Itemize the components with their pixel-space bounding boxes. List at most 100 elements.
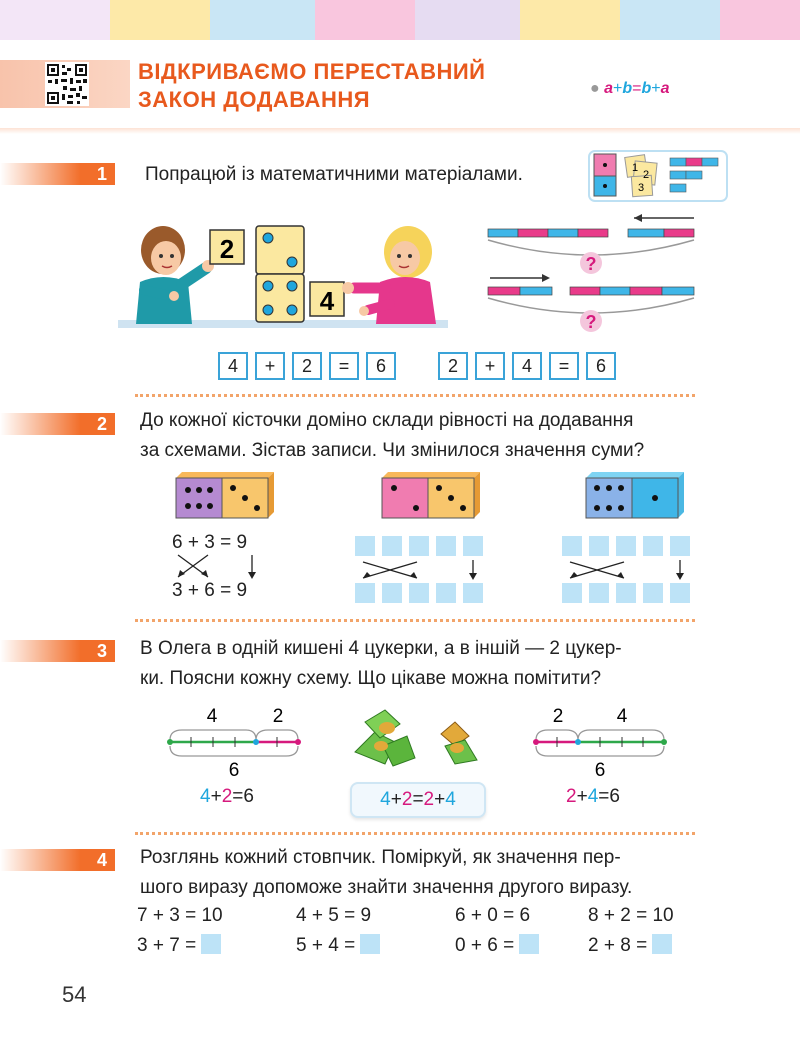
domino-2	[381, 472, 480, 519]
task3-right-formula: 2+4=6	[566, 786, 620, 808]
title-line-1: ВІДКРИВАЄМО ПЕРЕСТАВНИЙ	[138, 59, 486, 84]
separator-2	[135, 619, 695, 622]
rf-a: 2	[566, 786, 577, 807]
top-stripe-4	[315, 0, 415, 40]
mf-c: 2	[423, 789, 435, 810]
col1-first: 7 + 3 = 10	[137, 905, 223, 926]
col4-second-text: 2 + 8 =	[588, 935, 648, 956]
lf-a: 4	[200, 786, 211, 807]
eq1-box-4: =	[329, 352, 359, 380]
task2-scheme-2	[562, 536, 690, 603]
task1-equation-1: 4 + 2 = 6	[218, 352, 396, 380]
mf-d: 4	[445, 789, 456, 810]
right-scheme-b: 4	[617, 706, 628, 727]
mf-a: 4	[380, 789, 391, 810]
qr-code-icon[interactable]	[45, 62, 89, 106]
question-mark-top: ?	[586, 254, 597, 274]
rf-b: 4	[587, 786, 599, 807]
candy-pile-icon	[354, 709, 416, 767]
task1-equation-2: 2 + 4 = 6	[438, 352, 616, 380]
mf-plus1: +	[390, 789, 402, 810]
formula-eq: =	[632, 80, 642, 97]
formula-a2: a	[660, 80, 670, 97]
task-number-2: 2	[0, 413, 115, 435]
lf-eq: =	[232, 786, 244, 807]
col1-second: 3 + 7 =	[137, 934, 222, 957]
col3-first: 6 + 0 = 6	[455, 905, 531, 926]
top-stripe-6	[520, 0, 620, 40]
domino-1	[175, 472, 274, 519]
task2-example-bottom: 3 + 6 = 9	[172, 580, 248, 601]
task2-example-top: 6 + 3 = 9	[172, 532, 248, 553]
candy-pair-icon	[440, 721, 478, 765]
left-scheme-a: 4	[207, 706, 218, 727]
eq2-box-5: 6	[586, 352, 616, 380]
col4-second: 2 + 8 =	[588, 934, 673, 957]
eq1-box-3: 2	[292, 352, 322, 380]
task2-scheme-1	[355, 536, 483, 603]
eq2-box-3: 4	[512, 352, 542, 380]
task2-text: До кожної кісточки доміно склади рівност…	[140, 406, 644, 466]
girl-figure	[342, 226, 436, 324]
answer-box-3[interactable]	[519, 934, 540, 954]
task2-line-1: До кожної кісточки доміно склади рівност…	[140, 410, 634, 431]
domino-3	[585, 472, 684, 519]
number-line-right: 2 4 6	[533, 706, 667, 781]
rf-eq: =	[598, 786, 610, 807]
legend-card-3: 3	[638, 182, 644, 194]
task2-line-2: за схемами. Зістав записи. Чи змінилося …	[140, 440, 645, 461]
header-rule	[0, 128, 800, 134]
boy-figure	[136, 226, 214, 324]
task-number-4: 4	[0, 849, 115, 871]
separator-3	[135, 832, 695, 835]
task-number-3: 3	[0, 640, 115, 662]
answer-box-2[interactable]	[360, 934, 381, 954]
separator-1	[135, 394, 695, 397]
domino-group	[175, 472, 684, 519]
card-left-number: 2	[220, 234, 234, 264]
task4-line-2: шого виразу допоможе знайти значення дру…	[140, 877, 633, 898]
mf-plus2: +	[434, 789, 446, 810]
top-stripe-3	[210, 0, 315, 40]
legend-card-1: 1	[632, 162, 638, 174]
number-line-left: 4 2 6	[167, 706, 301, 781]
formula-plus2: +	[651, 80, 661, 97]
formula-a1: a	[604, 80, 614, 97]
col3-second: 0 + 6 =	[455, 934, 540, 957]
mf-b: 2	[401, 789, 413, 810]
left-scheme-total: 6	[229, 760, 240, 781]
top-stripe-5	[415, 0, 520, 40]
col3-second-text: 0 + 6 =	[455, 935, 515, 956]
vertical-domino	[255, 225, 305, 323]
task3-line-1: В Олега в одній кишені 4 цукерки, а в ін…	[140, 638, 622, 659]
task1-text: Попрацюй із математичними матеріалами.	[145, 164, 523, 185]
right-scheme-total: 6	[595, 760, 606, 781]
bar-model-diagram: ? ?	[487, 214, 695, 332]
bullet-icon: ●	[590, 80, 600, 97]
top-stripe-7	[620, 0, 720, 40]
task3-left-formula: 4+2=6	[200, 786, 254, 808]
rf-plus: +	[576, 786, 588, 807]
col1-second-text: 3 + 7 =	[137, 935, 197, 956]
formula-plus1: +	[613, 80, 623, 97]
mf-eq: =	[412, 789, 424, 810]
materials-legend: 1 2 3	[588, 150, 728, 202]
answer-box-4[interactable]	[652, 934, 673, 954]
legend-card-2: 2	[643, 169, 649, 181]
task3-middle-formula: 4+2=2+4	[350, 782, 486, 818]
eq2-box-4: =	[549, 352, 579, 380]
task3-text: В Олега в одній кишені 4 цукерки, а в ін…	[140, 634, 622, 694]
answer-box-1[interactable]	[201, 934, 222, 954]
formula-b2: b	[641, 80, 652, 97]
eq1-box-2: +	[255, 352, 285, 380]
question-mark-bottom: ?	[586, 312, 597, 332]
col4-first: 8 + 2 = 10	[588, 905, 674, 926]
left-scheme-b: 2	[273, 706, 284, 727]
children-with-domino-illustration: 2 4	[118, 225, 448, 328]
lf-b: 2	[221, 786, 233, 807]
right-scheme-a: 2	[553, 706, 564, 727]
task4-line-1: Розглянь кожний стовпчик. Поміркуй, як з…	[140, 847, 621, 868]
rf-total: 6	[609, 786, 620, 807]
task4-text: Розглянь кожний стовпчик. Поміркуй, як з…	[140, 843, 632, 903]
eq2-box-1: 2	[438, 352, 468, 380]
